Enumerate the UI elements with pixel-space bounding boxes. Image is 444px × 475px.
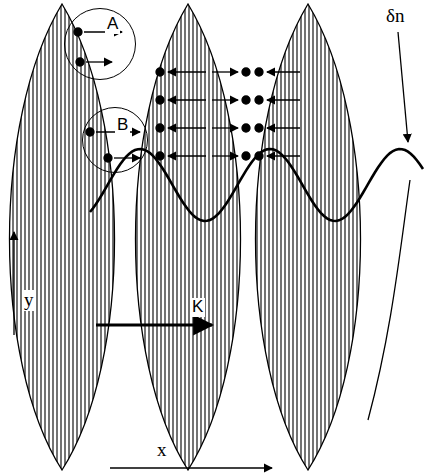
axes xyxy=(14,32,408,468)
vector-label: K xyxy=(190,298,205,317)
axis-label: y xyxy=(22,290,36,311)
circle-region: A xyxy=(64,8,136,80)
circle-region: B xyxy=(82,107,148,173)
axis-label: x xyxy=(155,440,169,461)
density-curve xyxy=(90,149,423,221)
quantity-label: δn xyxy=(384,6,406,27)
particles xyxy=(74,28,300,162)
region-letter: A xyxy=(105,15,120,34)
region-letter: B xyxy=(115,116,130,135)
wave-lobes xyxy=(10,4,411,470)
